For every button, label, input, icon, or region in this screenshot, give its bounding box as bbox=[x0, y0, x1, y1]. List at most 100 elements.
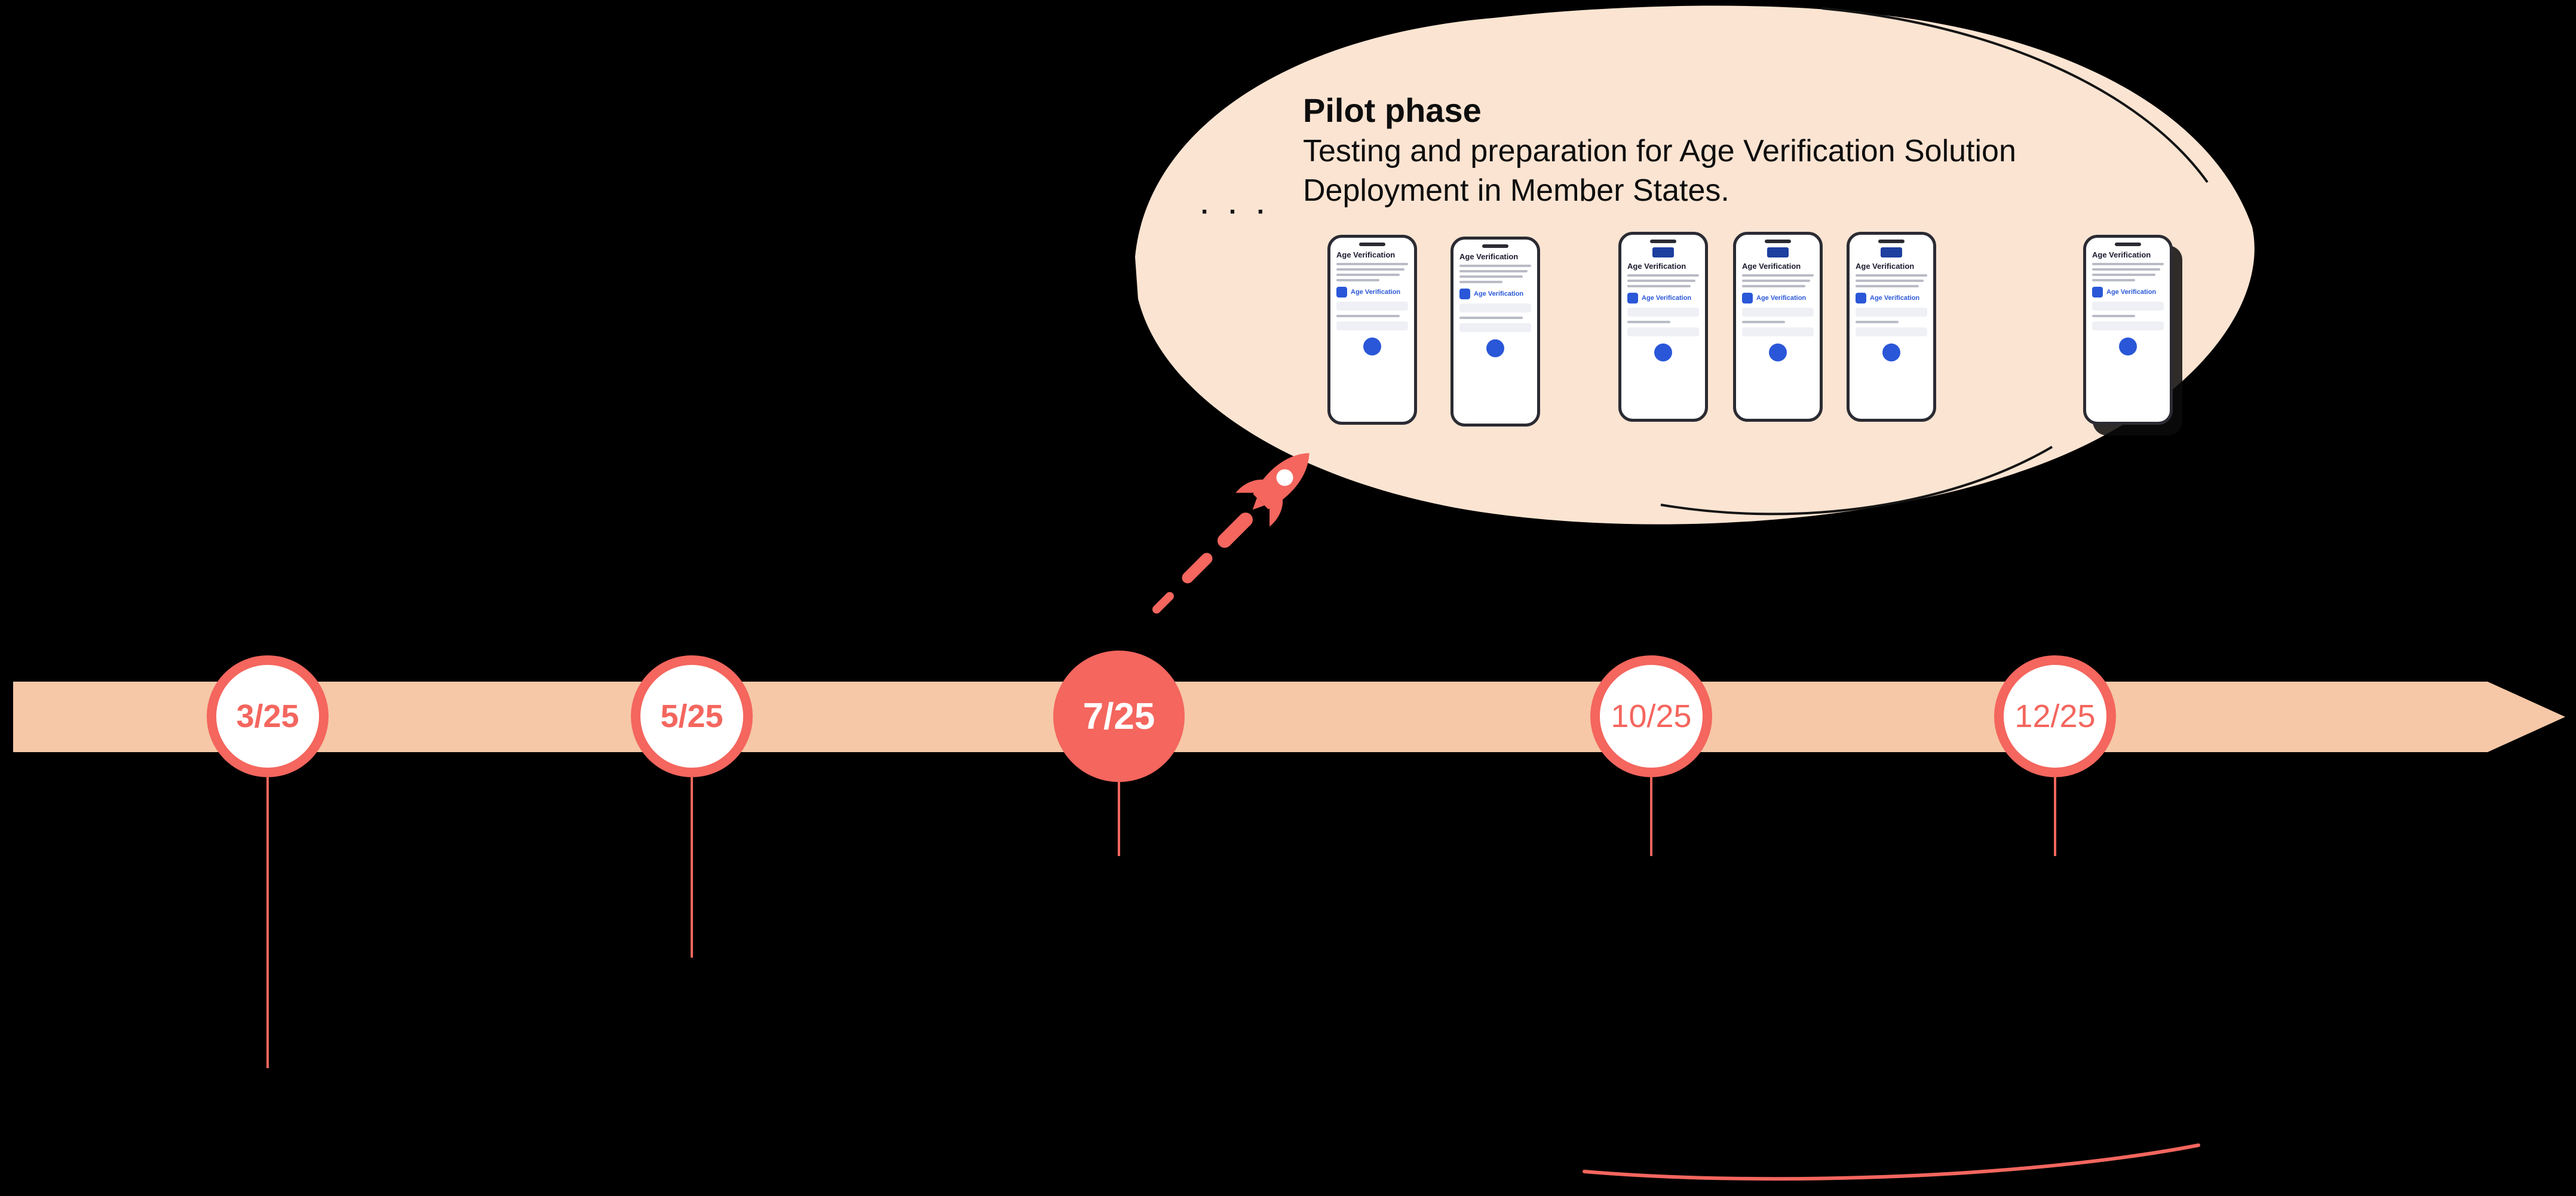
milestone-12-25: 12/25 bbox=[1994, 655, 2116, 777]
phone-text-line bbox=[2092, 268, 2160, 271]
phone-bottom-button bbox=[1654, 344, 1672, 361]
app-link-label: Age Verification bbox=[1474, 290, 1524, 298]
phone-text-line bbox=[1459, 265, 1531, 267]
rocket-icon bbox=[1235, 453, 1310, 527]
phone-text-line bbox=[1742, 280, 1810, 282]
app-logo-icon bbox=[1459, 289, 1470, 299]
pilot-phase-title: Pilot phase bbox=[1303, 91, 1482, 129]
phone-text-line bbox=[1856, 285, 1919, 287]
phone-bottom-button bbox=[1882, 344, 1900, 361]
phone-app-row: Age Verification bbox=[2092, 287, 2164, 298]
timeline-arrow-bar bbox=[13, 682, 2565, 752]
phone-bottom-button bbox=[1363, 338, 1381, 355]
phone-text-line bbox=[1459, 275, 1523, 278]
milestone-label: 3/25 bbox=[236, 698, 299, 734]
app-link-label: Age Verification bbox=[1642, 295, 1692, 302]
phone-text-line bbox=[1742, 274, 1814, 277]
phone-notch bbox=[1359, 243, 1385, 246]
phone-screen-title: Age Verification bbox=[1856, 262, 1915, 271]
phone-card bbox=[1627, 327, 1699, 336]
underline-swoosh bbox=[1583, 1143, 2200, 1181]
phone-mockup-6: Age Verification Age Verification bbox=[2083, 235, 2173, 425]
phone-text-line bbox=[2092, 315, 2135, 317]
phone-app-row: Age Verification bbox=[1742, 293, 1814, 303]
bubble-sketch-line-right bbox=[1821, 7, 2209, 183]
phone-card bbox=[2092, 321, 2164, 330]
phone-text-line bbox=[1627, 280, 1695, 282]
phone-text-line bbox=[1627, 321, 1670, 323]
phone-mockup-2: Age Verification Age Verification bbox=[1450, 237, 1540, 427]
phone-text-line bbox=[1459, 317, 1523, 319]
phone-screen-title: Age Verification bbox=[1336, 250, 1396, 259]
phone-app-row: Age Verification bbox=[1336, 287, 1408, 298]
phone-screen-title: Age Verification bbox=[2092, 250, 2151, 259]
phone-mockup-4: Age Verification Age Verification bbox=[1733, 232, 1823, 422]
app-logo-icon bbox=[1856, 293, 1866, 303]
milestone-leader-line bbox=[2054, 777, 2056, 856]
phone-text-line bbox=[1336, 263, 1408, 265]
milestone-7-25: 7/25 bbox=[1053, 651, 1185, 782]
phone-bottom-button bbox=[2119, 338, 2137, 355]
phone-app-row: Age Verification bbox=[1856, 293, 1927, 303]
phone-card bbox=[1856, 308, 1927, 317]
phone-text-line bbox=[1336, 274, 1400, 276]
phone-card bbox=[1459, 303, 1531, 312]
ellipsis-dots: · · · bbox=[1201, 197, 1272, 226]
rocket-launch-graphic bbox=[1152, 453, 1310, 614]
phone-text-line bbox=[1627, 285, 1691, 287]
phone-card bbox=[1742, 308, 1814, 317]
phone-card bbox=[1742, 327, 1814, 336]
phone-text-line bbox=[1336, 279, 1379, 281]
bubble-text-block: Pilot phase Testing and preparation for … bbox=[1303, 90, 2016, 210]
phone-app-row: Age Verification bbox=[1627, 293, 1699, 303]
phone-text-line bbox=[1459, 270, 1528, 272]
phone-bottom-button bbox=[1769, 344, 1787, 361]
phone-mockup-5: Age Verification Age Verification bbox=[1847, 232, 1936, 422]
pilot-phase-description-line2: Deployment in Member States. bbox=[1303, 173, 1729, 208]
phone-screen-title: Age Verification bbox=[1742, 262, 1801, 271]
phone-text-line bbox=[1856, 321, 1899, 323]
milestone-leader-line bbox=[266, 777, 269, 1068]
phone-text-line bbox=[1336, 268, 1404, 271]
rocket-trail-dash bbox=[1182, 553, 1213, 584]
phone-app-row: Age Verification bbox=[1459, 289, 1531, 299]
phone-text-line bbox=[1856, 274, 1927, 277]
app-link-label: Age Verification bbox=[1756, 295, 1807, 302]
milestone-leader-line bbox=[691, 777, 693, 958]
phone-text-line bbox=[1742, 321, 1785, 323]
phone-text-line bbox=[1856, 280, 1924, 282]
phone-text-line bbox=[2092, 274, 2155, 276]
phone-notch bbox=[1482, 244, 1508, 248]
eu-flag-badge bbox=[1881, 247, 1902, 257]
phone-notch bbox=[1765, 240, 1791, 243]
app-logo-icon bbox=[1742, 293, 1753, 303]
rocket-trail-dash bbox=[1218, 513, 1253, 548]
app-link-label: Age Verification bbox=[1351, 289, 1401, 296]
phone-notch bbox=[1878, 240, 1905, 243]
milestone-label: 5/25 bbox=[660, 698, 723, 734]
milestone-3-25: 3/25 bbox=[207, 655, 329, 777]
milestone-label: 7/25 bbox=[1082, 695, 1155, 737]
bubble-sketch-line-bottom bbox=[1660, 446, 2053, 516]
phone-text-line bbox=[2092, 279, 2135, 281]
phone-card bbox=[1627, 308, 1699, 317]
phone-card bbox=[1459, 323, 1531, 332]
phone-text-line bbox=[1627, 274, 1699, 277]
phone-card bbox=[1856, 327, 1927, 336]
milestone-5-25: 5/25 bbox=[631, 655, 753, 777]
app-logo-icon bbox=[1336, 287, 1347, 298]
phone-card bbox=[2092, 302, 2164, 311]
phone-text-line bbox=[1459, 281, 1502, 283]
phone-screen-title: Age Verification bbox=[1627, 262, 1686, 271]
app-logo-icon bbox=[1627, 293, 1638, 303]
phone-text-line bbox=[1742, 285, 1805, 287]
milestone-label: 10/25 bbox=[1611, 698, 1692, 734]
phone-screen-title: Age Verification bbox=[1459, 252, 1519, 261]
phone-mockup-3: Age Verification Age Verification bbox=[1618, 232, 1708, 422]
milestone-leader-line bbox=[1650, 777, 1652, 856]
milestone-label: 12/25 bbox=[2014, 698, 2096, 734]
phone-notch bbox=[1650, 240, 1676, 243]
milestone-leader-line bbox=[1118, 782, 1120, 856]
phone-notch bbox=[2115, 243, 2141, 246]
